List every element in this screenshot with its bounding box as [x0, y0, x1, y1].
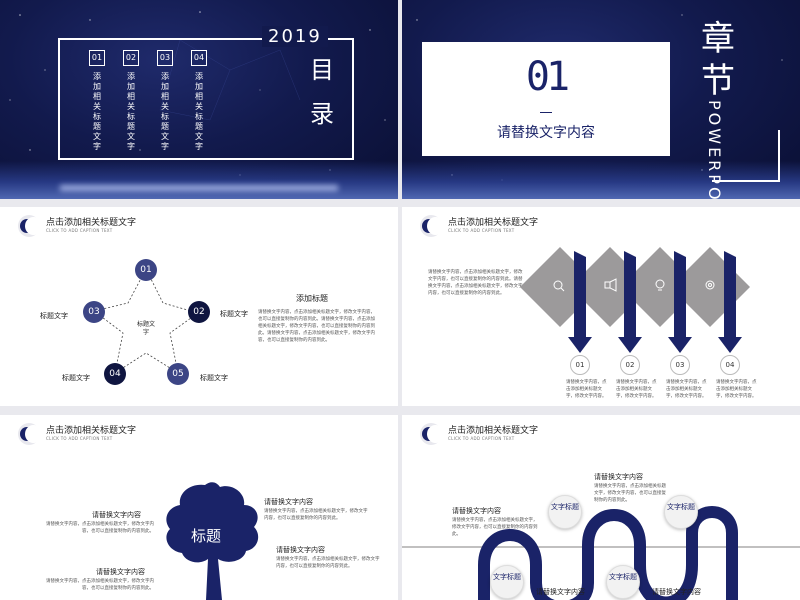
slide-chapter[interactable]: 01 请替换文字内容 章节 POWERPOINT — [402, 0, 800, 199]
toc-item-1[interactable]: 01 添加相关标题文字 — [86, 50, 108, 152]
timeline-bubble-3[interactable]: 文字标题 — [490, 565, 524, 599]
node-01[interactable]: 01 — [135, 259, 157, 281]
intro-text: 请替换文字内容，点击添加相关标题文字，修改文字内容，也可以直接复制你的内容到此。… — [428, 270, 523, 296]
timeline-bubble-2[interactable]: 文字标题 — [664, 495, 698, 529]
step-text-4: 请替换文字内容，点击添加相关标题文字，修改文字内容。 — [716, 380, 757, 399]
header-title: 点击添加相关标题文字 — [46, 218, 137, 228]
chapter-number: 01 — [525, 54, 570, 100]
step-number-1[interactable]: 01 — [570, 355, 590, 375]
slide-arrow-steps[interactable]: 点击添加相关标题文字 CLICK TO ADD CAPTION TEXT 请替换… — [402, 207, 800, 406]
toc-label: 添加相关标题文字 — [195, 72, 203, 151]
contents-frame — [58, 38, 354, 160]
gear-icon — [705, 280, 715, 290]
node-label: 标题文字 — [40, 312, 68, 320]
block-text: 请替换文字内容，点击添加相关标题文字，修改文字内容，也可以直接复制你的内容到此。 — [276, 557, 380, 569]
block-title: 请替换文字内容 — [96, 568, 145, 576]
contents-title: 目录 — [310, 56, 334, 128]
node-02[interactable]: 02 — [188, 301, 210, 323]
step-text-3: 请替换文字内容，点击添加相关标题文字，修改文字内容。 — [666, 380, 707, 399]
year-label: 2019 — [262, 26, 328, 47]
block-text: 请替换文字内容，点击添加相关标题文字，修改文字内容，也可以直接复制你的内容到此。 — [594, 484, 666, 503]
header-title: 点击添加相关标题文字 — [46, 426, 137, 436]
timeline-bubble-4[interactable]: 文字标题 — [606, 565, 640, 599]
block-text: 请替换文字内容，点击添加相关标题文字，修改文字内容，也可以直接复制你的内容到此。 — [264, 509, 368, 521]
toc-number: 03 — [157, 50, 173, 66]
corner-frame — [712, 130, 780, 182]
node-03[interactable]: 03 — [83, 301, 105, 323]
header-subtitle: CLICK TO ADD CAPTION TEXT — [448, 436, 515, 441]
block-title: 请替换文字内容 — [652, 588, 701, 596]
header-title: 点击添加相关标题文字 — [448, 426, 539, 436]
node-04[interactable]: 04 — [104, 363, 126, 385]
moon-logo-icon — [420, 215, 444, 237]
header-subtitle: CLICK TO ADD CAPTION TEXT — [46, 228, 113, 233]
arrow-diagram — [520, 247, 750, 353]
toc-item-4[interactable]: 04 添加相关标题文字 — [188, 50, 210, 152]
lightbulb-icon — [655, 279, 665, 289]
node-label: 标题文字 — [200, 374, 228, 382]
glow-line — [60, 185, 338, 191]
search-icon — [553, 280, 563, 290]
starfield-background — [9, 11, 386, 176]
timeline-path — [402, 506, 800, 600]
step-number-2[interactable]: 02 — [620, 355, 640, 375]
block-title: 请替换文字内容 — [92, 511, 141, 519]
toc-label: 添加相关标题文字 — [93, 72, 101, 151]
section-heading: 添加标题 — [296, 294, 328, 303]
block-title: 请替换文字内容 — [594, 473, 643, 481]
star-center-label: 标题文字 — [136, 321, 155, 336]
node-label: 标题文字 — [62, 374, 90, 382]
toc-item-3[interactable]: 03 添加相关标题文字 — [154, 50, 176, 152]
star-outline — [93, 268, 199, 374]
block-text: 请替换文字内容，点击添加相关标题文字，修改文字内容，也可以直接复制你的内容到此。 — [46, 522, 154, 534]
chapter-title: 章节 — [701, 19, 735, 101]
tree-title: 标题 — [190, 527, 221, 545]
city-lights-strip — [0, 161, 398, 199]
toc-number: 04 — [191, 50, 207, 66]
tree-silhouette — [166, 482, 259, 600]
slide-contents[interactable]: 2019 目录 01 添加相关标题文字 02 添加相关标题文字 03 添加相关标… — [0, 0, 398, 199]
toc-number: 01 — [89, 50, 105, 66]
toc-label: 添加相关标题文字 — [127, 72, 135, 151]
step-number-3[interactable]: 03 — [670, 355, 690, 375]
timeline-bubble-1[interactable]: 文字标题 — [548, 495, 582, 529]
section-body: 请替换文字内容，点击添加相关标题文字，修改文字内容，也可以直接复制你的内容到此。… — [258, 310, 375, 343]
header-subtitle: CLICK TO ADD CAPTION TEXT — [46, 436, 113, 441]
step-text-1: 请替换文字内容，点击添加相关标题文字，修改文字内容。 — [566, 380, 607, 399]
divider — [540, 112, 552, 113]
step-text-2: 请替换文字内容，点击添加相关标题文字，修改文字内容。 — [616, 380, 657, 399]
toc-item-2[interactable]: 02 添加相关标题文字 — [120, 50, 142, 152]
node-05[interactable]: 05 — [167, 363, 189, 385]
block-title: 请替换文字内容 — [452, 507, 501, 515]
header-subtitle: CLICK TO ADD CAPTION TEXT — [448, 228, 515, 233]
slide-star-diagram[interactable]: 点击添加相关标题文字 CLICK TO ADD CAPTION TEXT 标题文… — [0, 207, 398, 406]
block-title: 请替换文字内容 — [276, 546, 325, 554]
block-title: 请替换文字内容 — [536, 588, 585, 596]
chapter-card: 01 请替换文字内容 — [422, 42, 670, 156]
block-text: 请替换文字内容，点击添加相关标题文字，修改文字内容，也可以直接复制你的内容到此。 — [46, 579, 154, 591]
moon-logo-icon — [18, 215, 42, 237]
toc-number: 02 — [123, 50, 139, 66]
moon-logo-icon — [18, 423, 42, 445]
node-label: 标题文字 — [220, 310, 248, 318]
header-title: 点击添加相关标题文字 — [448, 218, 539, 228]
toc-label: 添加相关标题文字 — [161, 72, 169, 151]
chapter-subtitle: 请替换文字内容 — [497, 125, 595, 141]
slide-timeline[interactable]: 点击添加相关标题文字 CLICK TO ADD CAPTION TEXT 文字标… — [402, 415, 800, 600]
slide-tree[interactable]: 点击添加相关标题文字 CLICK TO ADD CAPTION TEXT 标题 … — [0, 415, 398, 600]
moon-logo-icon — [420, 423, 444, 445]
block-title: 请替换文字内容 — [264, 498, 313, 506]
step-number-4[interactable]: 04 — [720, 355, 740, 375]
block-text: 请替换文字内容，点击添加相关标题文字，修改文字内容，也可以直接复制你的内容到此。 — [452, 518, 538, 537]
